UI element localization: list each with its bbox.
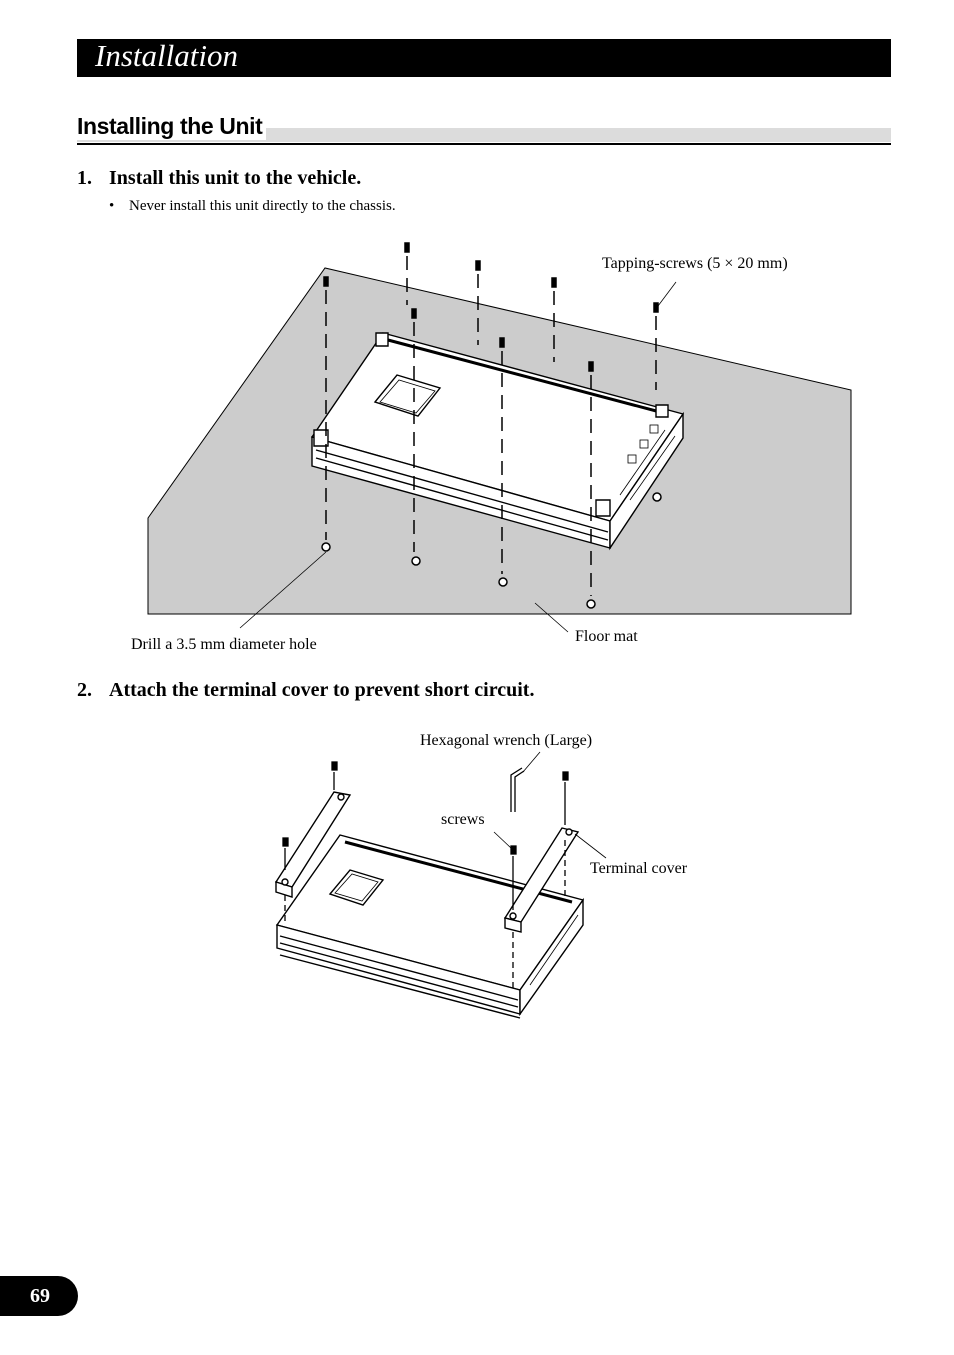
chapter-title-bar: Installation (77, 39, 891, 77)
amplifier-unit-2 (275, 834, 585, 1019)
step-2-text: Attach the terminal cover to prevent sho… (109, 679, 535, 701)
figure-2-leaders (493, 751, 607, 859)
step-1-bullet-text: Never install this unit directly to the … (129, 198, 396, 214)
label-terminal-cover: Terminal cover (590, 860, 688, 877)
terminal-screws (282, 761, 569, 990)
step-2: 2. Attach the terminal cover to prevent s… (77, 678, 534, 702)
section-title: Installing the Unit (77, 112, 267, 140)
chapter-title: Installation (95, 38, 238, 73)
step-1-number: 1. (77, 167, 92, 189)
page-number-badge: 69 (0, 1276, 78, 1316)
hex-wrench (510, 767, 525, 812)
page-number: 69 (30, 1285, 50, 1307)
label-tapping-screws: Tapping-screws (5 × 20 mm) (602, 255, 788, 272)
tapping-screws (321, 242, 662, 609)
section-header: Installing the Unit (77, 112, 891, 148)
figure-1-leaders (239, 281, 677, 633)
label-hex-wrench: Hexagonal wrench (Large) (420, 732, 593, 749)
label-screws: screws (441, 811, 485, 828)
section-header-rule (77, 143, 891, 145)
label-drill-hole: Drill a 3.5 mm diameter hole (131, 636, 317, 653)
step-1-text: Install this unit to the vehicle. (109, 167, 362, 189)
figure-terminal-cover (274, 751, 607, 1019)
section-header-band (77, 128, 891, 142)
label-floor-mat: Floor mat (575, 628, 638, 645)
bullet-dot: • (109, 198, 115, 214)
step-1: 1. Install this unit to the vehicle. (77, 166, 361, 190)
terminal-covers (274, 791, 580, 933)
figure-install-unit (147, 242, 852, 633)
step-1-bullet: • Never install this unit directly to the… (109, 197, 396, 215)
step-2-number: 2. (77, 679, 92, 701)
